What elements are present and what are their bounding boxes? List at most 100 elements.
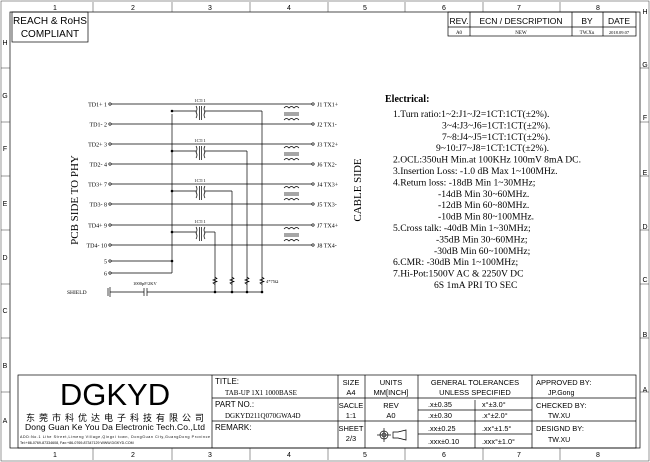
tolerance-angular: .xxx°±1.0°: [482, 437, 515, 446]
spec-line: 6.CMR: -30dB Min 1~100MHz;: [393, 257, 518, 268]
pin-terminal: [311, 122, 315, 126]
pin-terminal: [108, 122, 112, 126]
pcb-side-label: PCB SIDE TO PHY: [69, 155, 81, 245]
date-cell: 2018.09.07: [609, 30, 630, 35]
pin-terminal: [108, 259, 112, 263]
cable-side-label: CABLE SIDE: [352, 158, 364, 222]
pin-terminal: [108, 142, 112, 146]
size-label: SIZE: [343, 378, 360, 387]
transformer-ratio: 1CT:1: [194, 138, 205, 143]
pin-label: TD2+ 3: [88, 143, 107, 149]
pin-label: J5 TX3-: [317, 203, 337, 209]
common-mode-choke-icon: [283, 227, 300, 242]
spec-line: 3~4:J3~J6=1CT:1CT(±2%).: [442, 120, 550, 131]
column-mark-bottom: 1: [53, 452, 57, 459]
pin-terminal: [311, 182, 315, 186]
pin-label: TD2- 4: [90, 163, 108, 169]
pin-terminal: [311, 243, 315, 247]
tolerance-linear: .x±0.35: [428, 400, 452, 409]
row-mark-left: C: [2, 308, 7, 315]
pin-label: TD1+ 1: [88, 103, 107, 109]
by-header: BY: [581, 16, 593, 26]
pin-terminal: [108, 162, 112, 166]
common-mode-choke-icon: [283, 146, 300, 161]
transformer-icon: 1CT:1: [194, 138, 206, 160]
pin-label: 6: [104, 272, 107, 278]
winding: [195, 145, 198, 159]
row-mark-right: H: [642, 9, 647, 16]
row-mark-left: A: [3, 418, 8, 425]
ecn-header: ECN / DESCRIPTION: [479, 16, 562, 26]
sheet-value: 2/3: [346, 434, 356, 443]
spec-line: 6S 1mA PRI TO SEC: [434, 280, 517, 291]
spec-line: 9~10:J7~J8=1CT:1CT(±2%).: [436, 143, 549, 154]
pin-terminal: [108, 243, 112, 247]
column-mark-top: 3: [208, 5, 212, 12]
scale-value: 1:1: [346, 411, 356, 420]
row-mark-left: E: [3, 201, 8, 208]
pin-terminal: [311, 102, 315, 106]
pin-label: TD4- 10: [87, 244, 108, 250]
junction-dot: [170, 259, 174, 263]
column-mark-bottom: 4: [287, 452, 291, 459]
junction-dot: [170, 149, 174, 153]
spec-line: 4.Return loss: -18dB Min 1~30MHz;: [393, 177, 535, 188]
pin-label: TD3+ 7: [88, 183, 107, 189]
spec-line: -35dB Min 30~60MHz;: [436, 234, 528, 245]
row-mark-left: H: [2, 40, 7, 47]
tolerance-angular: .xx°±1.5°: [482, 424, 511, 433]
shield-label: SHIELD: [67, 290, 87, 296]
compliance-line2: COMPLIANT: [21, 29, 79, 40]
rev-value: A0: [386, 411, 395, 420]
pin-terminal: [108, 271, 112, 275]
tolerance-linear: .xx±0.25: [428, 424, 456, 433]
approved-value: JP.Gong: [548, 390, 574, 397]
pin-label: J3 TX2+: [317, 143, 339, 149]
pin-terminal: [108, 182, 112, 186]
tolerance-angular: .x°±2.0°: [482, 411, 508, 420]
electrical-specs: 1.Turn ratio:1~2:J1~J2=1CT:1CT(±2%).3~4:…: [393, 109, 581, 291]
spec-line: -30dB Min 60~100MHz;: [434, 246, 530, 257]
winding: [283, 239, 300, 242]
winding: [195, 185, 198, 199]
units-label: UNITS: [380, 378, 403, 387]
column-mark-top: 4: [287, 5, 291, 12]
row-mark-right: A: [643, 387, 648, 394]
resistor-value: 4*75Ω: [266, 279, 279, 284]
title-label: TITLE:: [215, 377, 239, 386]
capacitor-value: 1000pF/2KV: [133, 281, 158, 286]
units-value: MM[INCH]: [374, 388, 409, 397]
spec-line: 1.Turn ratio:1~2:J1~J2=1CT:1CT(±2%).: [393, 109, 549, 120]
pin-terminal: [311, 202, 315, 206]
row-mark-right: D: [642, 224, 647, 231]
tolerance-angular: x°±3.0°: [482, 400, 506, 409]
company-logo: DGKYD: [60, 377, 170, 412]
sheet-label: SHEET: [338, 424, 363, 433]
pin-terminal: [108, 202, 112, 206]
winding: [195, 105, 198, 119]
electrical-title: Electrical:: [385, 94, 429, 105]
column-mark-bottom: 5: [363, 452, 367, 459]
pin-label: TD3- 8: [90, 203, 108, 209]
pin-label: J6 TX2-: [317, 163, 337, 169]
company-address: ADD:No.1 Lihe Street,Limeng Village,Qing…: [20, 435, 210, 439]
column-mark-bottom: 7: [517, 452, 521, 459]
transformer-icon: 1CT:1: [194, 219, 206, 241]
pin-terminal: [311, 142, 315, 146]
column-mark-top: 6: [442, 5, 446, 12]
size-value: A4: [346, 388, 355, 397]
company-name-cn: 东 莞 市 科 优 达 电 子 科 技 有 限 公 司: [26, 412, 204, 423]
transformer-ratio: 1CT:1: [194, 219, 205, 224]
row-mark-left: B: [3, 363, 8, 370]
winding: [283, 158, 300, 161]
pin-label: J8 TX4-: [317, 244, 337, 250]
scale-label: SACLE: [339, 401, 364, 410]
winding: [195, 226, 198, 240]
tolerance-linear: .xxx±0.10: [428, 437, 459, 446]
row-mark-left: D: [2, 255, 7, 262]
